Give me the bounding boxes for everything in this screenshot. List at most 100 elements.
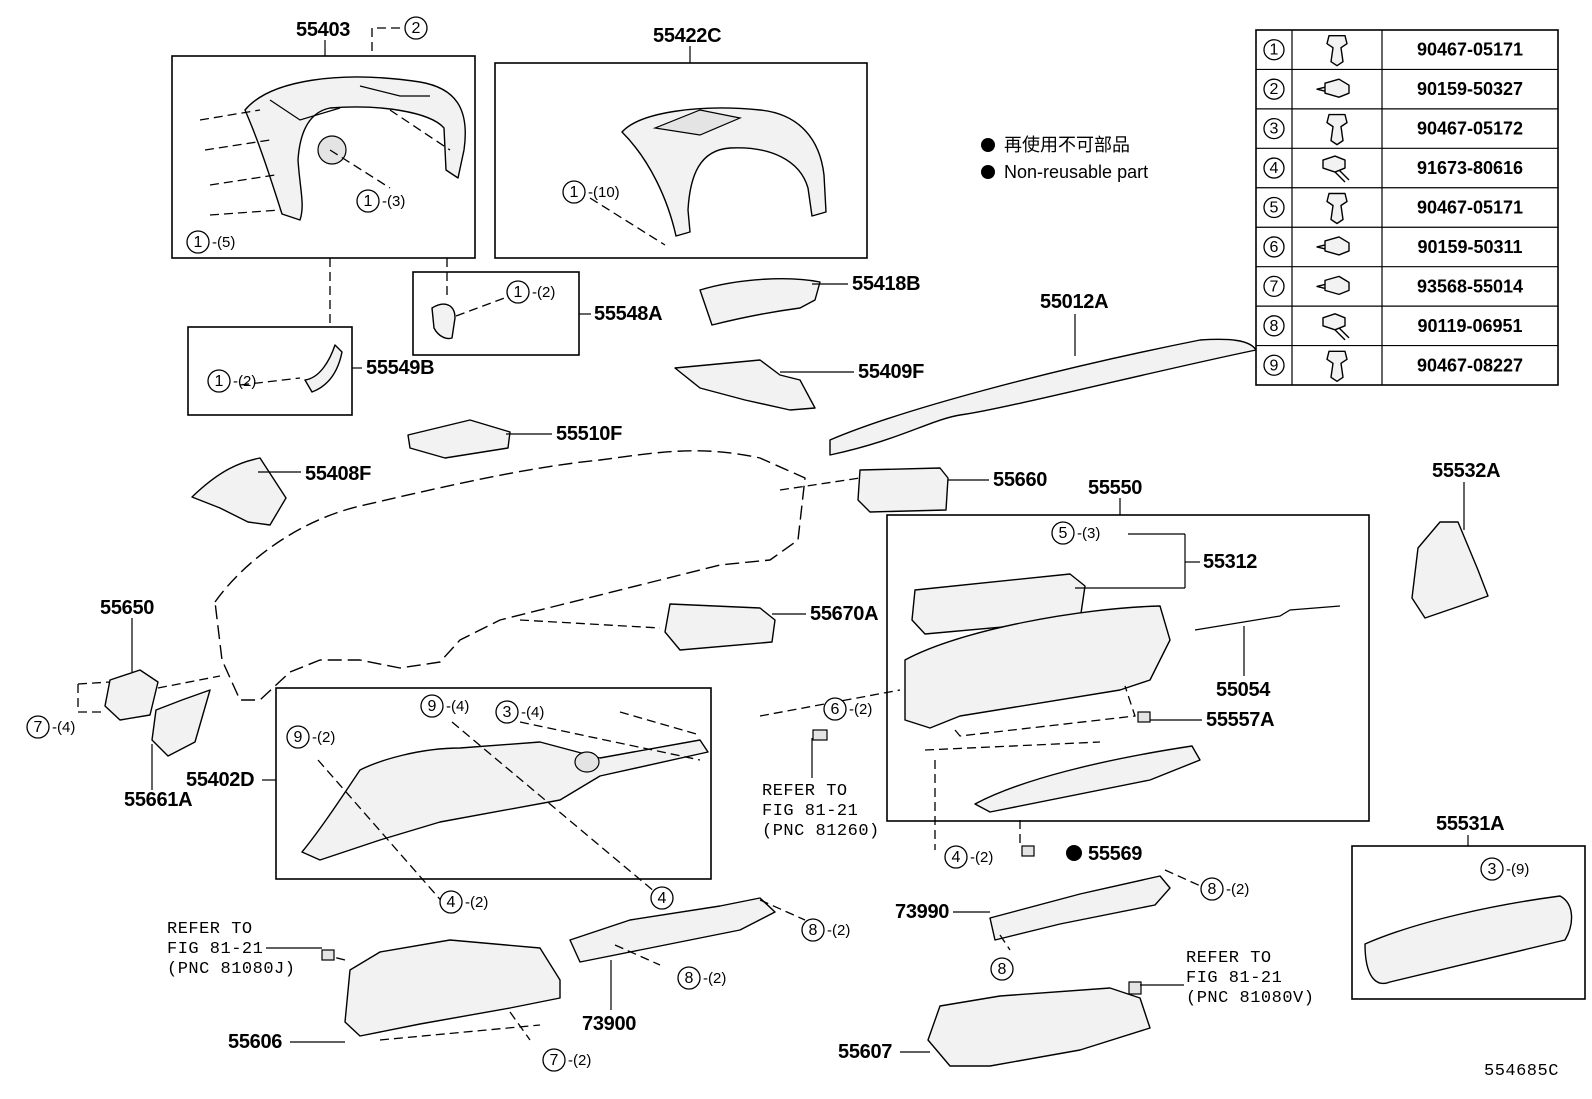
svg-text:(PNC 81260): (PNC 81260) [762,822,880,841]
screw-icon [1316,236,1350,256]
box-55549B [187,326,353,416]
fastener-number: 5 [1270,200,1279,217]
callout-number: 5 [1059,525,1068,542]
svg-text:FIG 81-21: FIG 81-21 [762,802,858,821]
callout-c-8-single: 8 [990,957,1014,981]
label-55510F: 55510F [556,423,622,445]
fastener-number: 4 [1270,160,1279,177]
non-reusable-bullet-icon [1066,845,1082,861]
lower-cover-part-55606 [344,939,561,1037]
callout-c-55403-1-3: 1-(3) [356,189,405,213]
box-55422C [494,62,868,259]
legend: 再使用不可部品 Non-reusable part [981,135,1148,182]
label-55532A: 55532A [1432,460,1500,482]
label-55549B: 55549B [366,357,434,379]
fastener-part-number: 90467-05171 [1417,198,1523,218]
callout-quantity: -(3) [1077,525,1100,542]
callout-number: 1 [570,184,579,201]
fastener-number-circle [1263,117,1285,140]
label-55670A: 55670A [810,603,878,625]
screw-icon [1316,78,1350,98]
callout-c-4-2b: 4-(2) [944,845,993,869]
bracket-part-55549B [304,344,343,393]
fastener-number: 6 [1270,239,1279,256]
side-cover-part-55408F [191,457,287,526]
lid-part-55510F [407,419,511,459]
callout-c-8-2c: 8-(2) [1200,877,1249,901]
callout-quantity: -(2) [827,922,850,939]
cluster-hood-part [244,76,466,221]
bolt-icon [1322,313,1350,341]
lower-panel-part-55402D [301,739,709,861]
callout-number: 2 [412,20,421,37]
callout-c-7-2: 7-(2) [542,1048,591,1072]
fastener-number: 9 [1270,357,1279,374]
fastener-row: 9 90467-08227 [1263,350,1523,382]
label-55548A: 55548A [594,303,662,325]
box-55403 [171,55,476,259]
fastener-number-circle [1263,236,1285,258]
label-55606: 55606 [228,1031,282,1053]
non-reusable-bullet-icon [981,138,995,152]
fastener-part-number: 90467-08227 [1417,355,1523,375]
fastener-number-circle [1263,354,1285,376]
label-55418B: 55418B [852,273,920,295]
label-55312: 55312 [1203,551,1257,573]
fastener-part-number: 90159-50311 [1417,237,1522,257]
callout-c-55548A-1-2: 1-(2) [506,280,555,304]
side-vent-part-55650 [104,669,159,721]
callout-number: 4 [447,894,456,911]
label-55403: 55403 [296,19,350,41]
svg-text:(PNC 81080J): (PNC 81080J) [167,960,295,979]
fastener-number-circle [1263,78,1285,100]
glove-box-assembly [904,573,1341,813]
callout-number: 1 [215,373,224,390]
meter-cover-part [621,107,827,237]
callout-number: 8 [809,922,818,939]
label-55660: 55660 [993,469,1047,491]
svg-text:FIG 81-21: FIG 81-21 [1186,969,1282,988]
svg-text:REFER TO: REFER TO [167,920,253,939]
label-55550: 55550 [1088,477,1142,499]
callout-c-55403-2: 2 [404,16,428,40]
callout-c-9-2: 9-(2) [286,725,335,749]
non-reusable-bullet-icon [981,165,995,179]
side-panel-part-55661A [151,689,211,757]
fastener-number-circle [1263,315,1285,337]
callout-c-3-4: 3-(4) [495,700,544,724]
box-55402D [275,687,712,880]
fastener-number: 3 [1270,121,1279,138]
callout-quantity: -(4) [52,719,75,736]
part-labels: 55403 55422C 55418B 55548A 55549B 55012A… [100,19,1505,1063]
callout-c-8-2b: 8-(2) [677,966,726,990]
callout-quantity: -(2) [1226,881,1249,898]
label-55422C: 55422C [653,25,721,47]
callout-quantity: -(2) [465,894,488,911]
callout-c-4-2a: 4 -(2) [439,890,488,914]
svg-text:REFER TO: REFER TO [1186,949,1272,968]
callout-quantity: -(2) [532,284,555,301]
fastener-part-number: 93568-55014 [1417,276,1523,296]
svg-text:(PNC 81080V): (PNC 81080V) [1186,989,1314,1008]
label-55054: 55054 [1216,679,1271,701]
callout-c-7-4: 7-(4) [26,715,75,739]
callout-quantity: -(2) [312,729,335,746]
legend-english: Non-reusable part [1004,162,1148,182]
fastener-row: 7 93568-55014 [1263,275,1523,298]
callout-quantity: -(4) [446,698,469,715]
label-55569: 55569 [1088,843,1142,865]
fastener-part-number: 90159-50327 [1417,79,1523,99]
callout-quantity: -(2) [568,1052,591,1069]
fastener-number: 7 [1270,278,1279,295]
callout-number: 9 [428,698,437,715]
fastener-number-circle [1263,157,1285,179]
callout-number: 1 [364,193,373,210]
legend-japanese: 再使用不可部品 [1004,135,1130,155]
callout-c-8-2a: 8 -(2) [801,918,850,942]
callout-quantity: -(9) [1506,861,1529,878]
callout-quantity: -(4) [521,704,544,721]
